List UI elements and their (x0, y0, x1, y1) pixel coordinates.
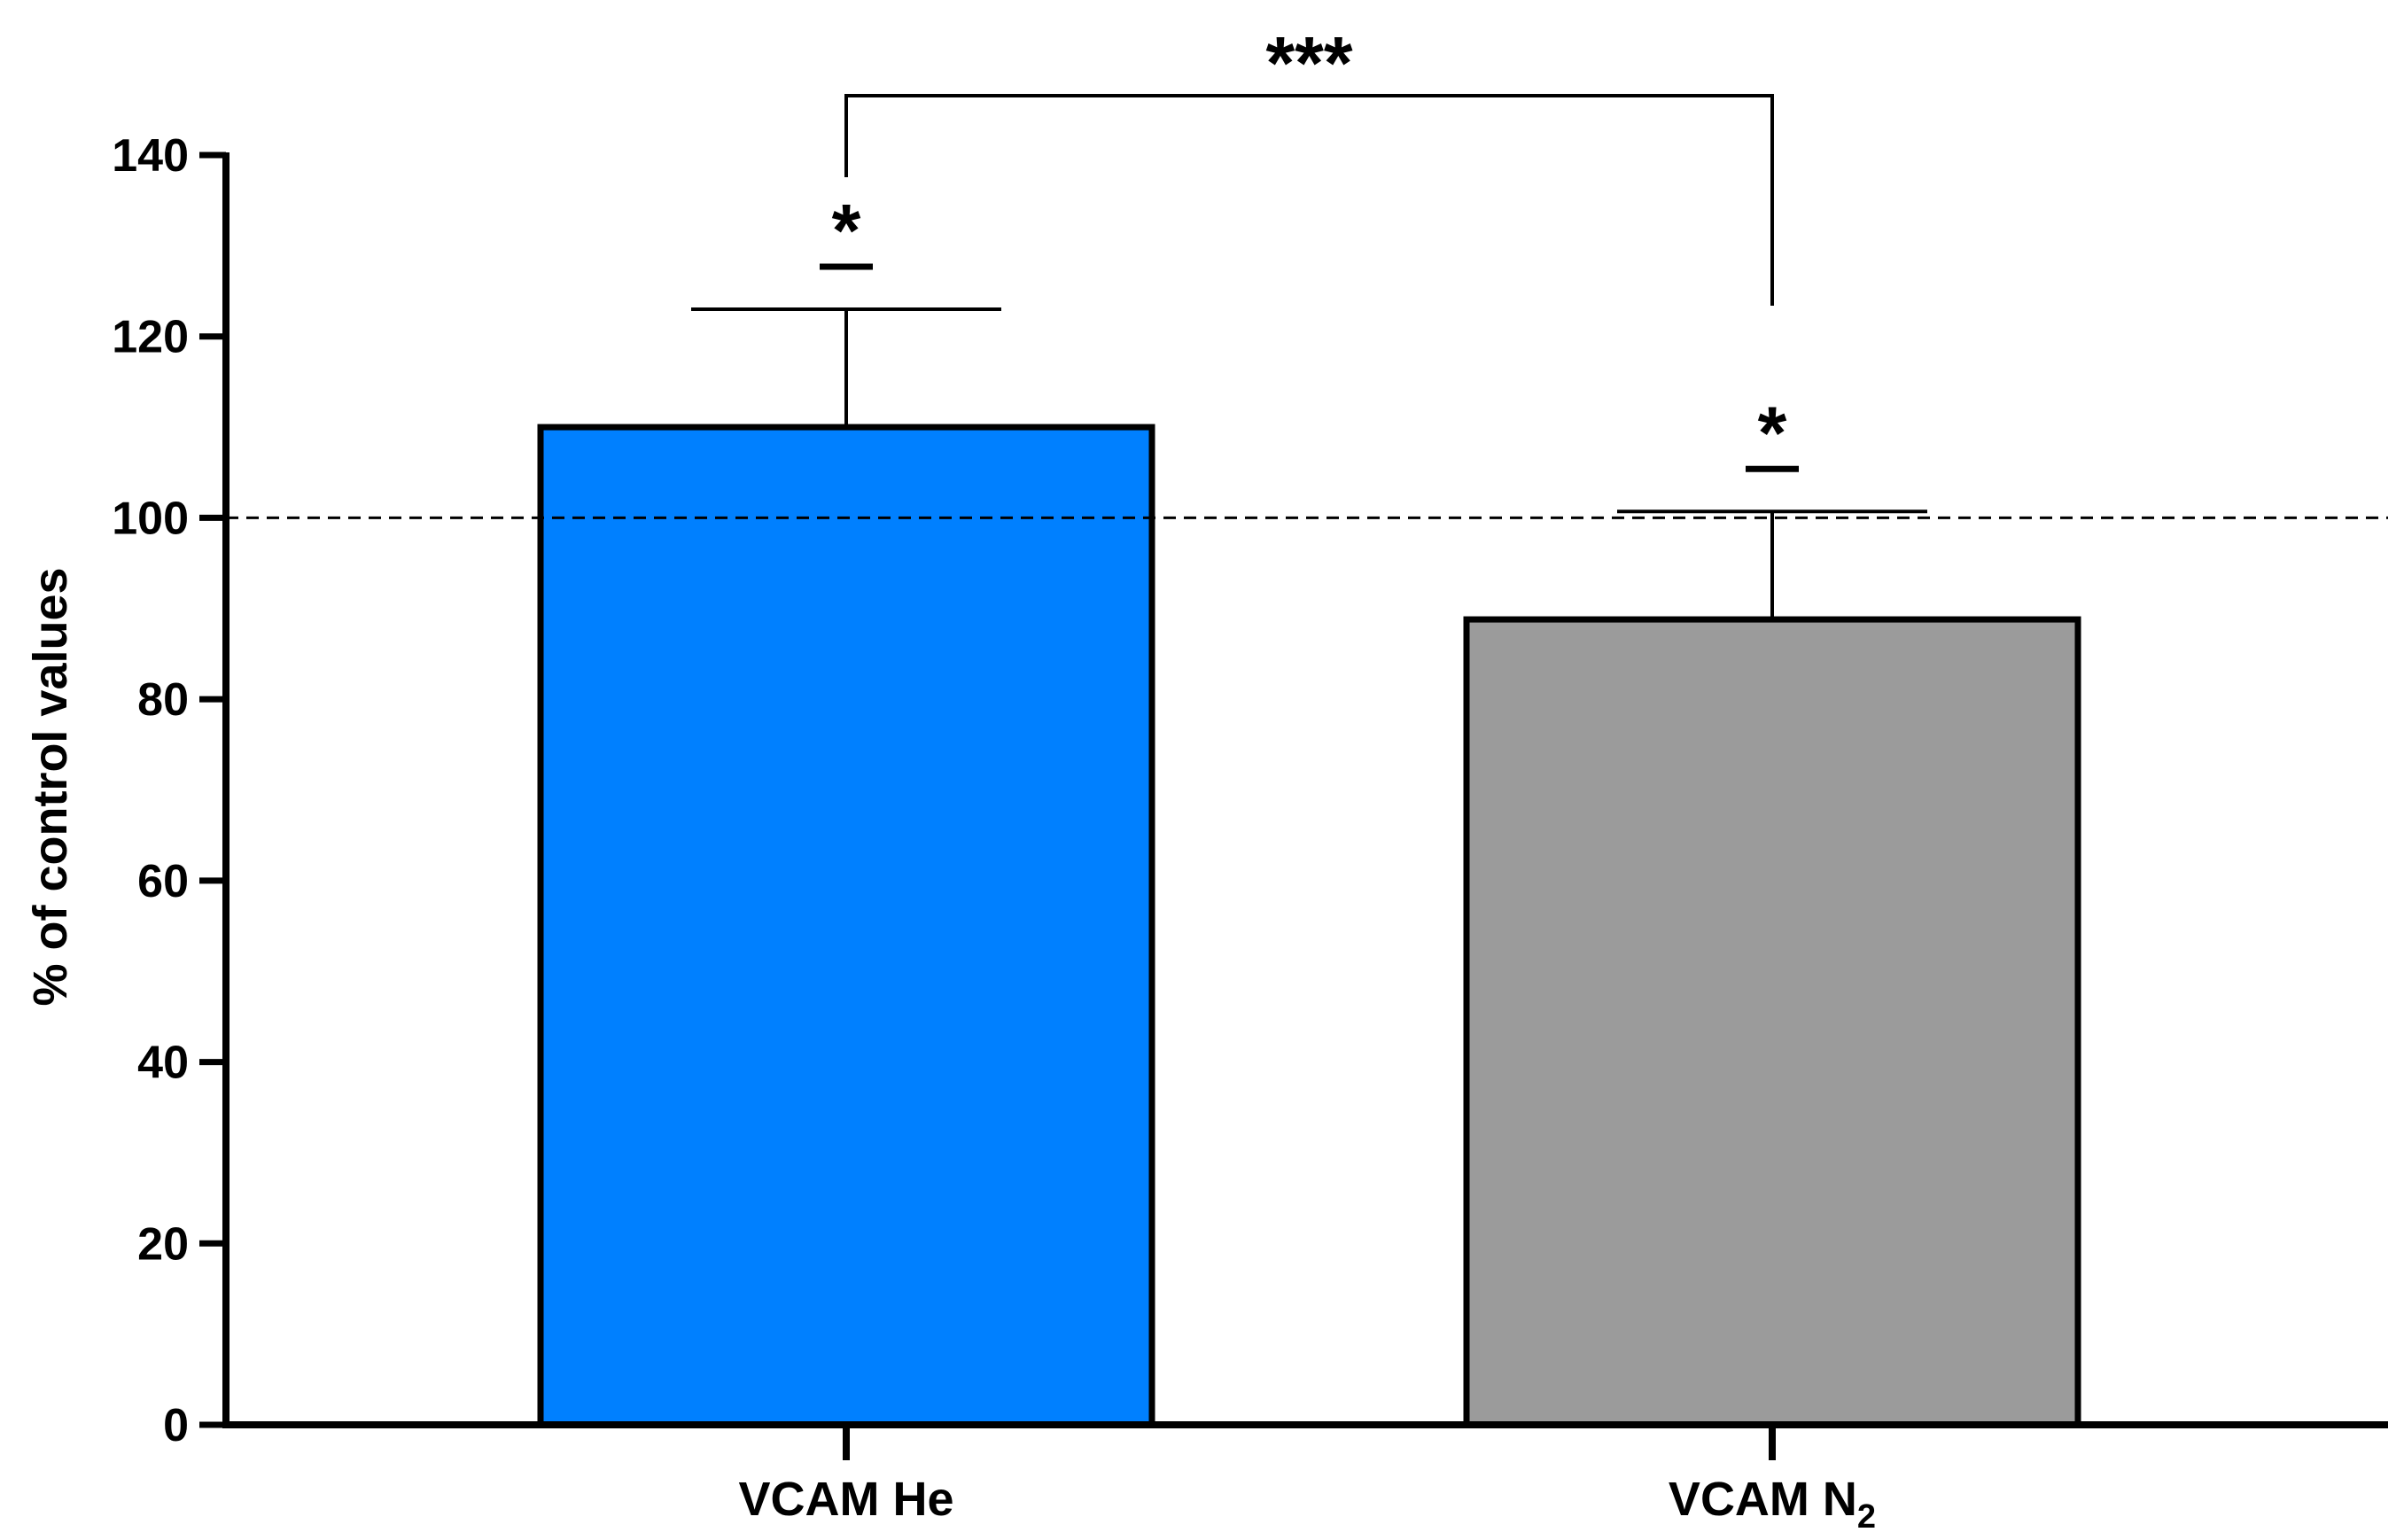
x-tick-label-2: VCAM N2 (1669, 1473, 1876, 1536)
bar-1 (537, 424, 1155, 1428)
significance-star-2: * (1758, 391, 1787, 474)
y-tick-label-20: 20 (137, 1218, 189, 1270)
y-tick-label-140: 140 (112, 130, 189, 182)
y-axis-title: % of control values (24, 567, 77, 1006)
y-tick-label-80: 80 (137, 674, 189, 726)
y-tick-label-60: 60 (137, 856, 189, 907)
bar-2 (1463, 616, 2081, 1428)
bracket-significance-label: *** (1265, 21, 1352, 105)
x-tick-label-1: VCAM He (738, 1473, 953, 1526)
y-tick-label-100: 100 (112, 493, 189, 544)
y-tick-label-40: 40 (137, 1038, 189, 1089)
significance-star-1: * (832, 189, 861, 272)
comparison-bracket (844, 94, 1774, 306)
y-tick-label-0: 0 (163, 1400, 189, 1451)
y-tick-label-120: 120 (112, 312, 189, 363)
